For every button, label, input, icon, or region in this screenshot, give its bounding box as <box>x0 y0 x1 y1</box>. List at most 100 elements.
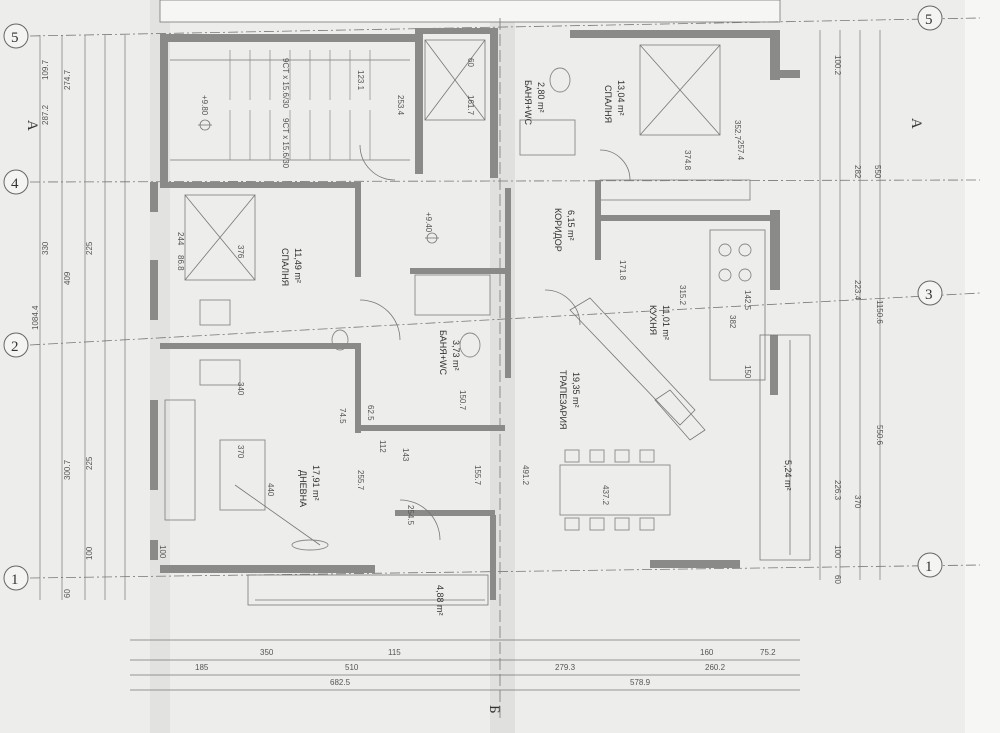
dim-misc: 370 <box>236 445 245 459</box>
room-dining: ТРАПЕЗАРИЯ 19,35 m² <box>558 370 581 429</box>
dim-left-7: 1084.4 <box>31 305 40 330</box>
room-area: 11,01 m² <box>661 305 671 340</box>
dim-bottom-9: 75.2 <box>760 648 776 657</box>
dim-misc: 74.5 <box>338 408 347 424</box>
dim-bottom-6: 279.3 <box>555 663 576 672</box>
dim-left-11: 60 <box>63 589 72 598</box>
dim-misc: 155.7 <box>473 465 482 486</box>
room-name: КОРИДОР <box>553 208 563 252</box>
dim-misc: 437.2 <box>601 485 610 506</box>
dim-misc: 382 <box>728 315 737 329</box>
shaft-x <box>424 39 486 121</box>
dim-misc: 254.5 <box>406 505 415 526</box>
level-mark-2: +9.40 <box>424 212 433 233</box>
dim-misc: 440 <box>266 483 275 497</box>
axis-bubble-5-left: 5 <box>3 23 29 49</box>
room-terrace: 5,24 m² <box>783 460 793 491</box>
dim-left-1: 109.7 <box>41 59 50 80</box>
dim-left-4: 330 <box>41 241 50 255</box>
section-mark-a-right: A <box>908 118 924 129</box>
dim-left-6: 225 <box>85 241 94 255</box>
dim-misc: 62.5 <box>366 405 375 421</box>
room-area: 19,35 m² <box>571 372 581 408</box>
dim-right-5: 1150.6 <box>875 300 884 324</box>
room-area: 11,49 m² <box>293 248 303 283</box>
dim-misc: 143 <box>401 448 410 462</box>
room-area: 3,73 m² <box>451 340 461 371</box>
room-name: СПАЛНЯ <box>603 85 613 123</box>
dim-right-7: 226.3 <box>833 480 842 501</box>
axis-bubble-4-left: 4 <box>3 169 29 195</box>
stair-note-upper: 9CT x 15.6/30 <box>281 58 290 109</box>
dim-misc: 150 <box>743 365 752 379</box>
axis-label-1-left: 1 <box>11 572 19 588</box>
dining-table <box>559 449 671 531</box>
room-area: 17,91 m² <box>311 465 321 501</box>
room-name: СПАЛНЯ <box>280 248 290 286</box>
dim-misc: 340 <box>236 382 245 396</box>
dim-misc: 376 <box>236 245 245 259</box>
room-bath-wc-1: БАНЯ+WC 2,80 m² <box>523 80 546 125</box>
terrace-right <box>759 334 811 561</box>
axis-label-1-right: 1 <box>925 559 933 575</box>
dim-misc: 253.4 <box>396 95 405 116</box>
axis-label-2-left: 2 <box>11 339 19 355</box>
dim-misc: 352.7 <box>733 120 742 141</box>
dim-right-2: 550 <box>873 165 882 179</box>
dim-bottom-1: 185 <box>195 663 209 672</box>
level-mark-1: +9.80 <box>200 95 209 116</box>
balcony-bottom <box>247 574 489 606</box>
dim-left-8: 300.7 <box>63 459 72 480</box>
room-name: БАНЯ+WC <box>438 330 448 375</box>
dim-right-9: 370 <box>853 495 862 509</box>
dim-right-3: 282 <box>853 165 862 179</box>
room-area: 13,04 m² <box>616 80 626 116</box>
living-furniture <box>164 359 329 551</box>
dim-misc: 491.2 <box>521 465 530 486</box>
dim-bottom-10: 578.9 <box>630 678 651 687</box>
dim-bottom-5: 682.5 <box>330 678 351 687</box>
right-dimension-chain: 100.2 550 282 223.4 1150.6 550.6 226.3 1… <box>819 30 884 584</box>
dim-bottom-4: 115 <box>388 648 401 657</box>
exterior-walls <box>150 28 800 600</box>
dim-misc: 161.7 <box>466 95 475 116</box>
room-bedroom-2: СПАЛНЯ 13,04 m² <box>603 80 626 123</box>
dim-misc: 150.7 <box>458 390 467 411</box>
interior-dimensions: 440 370 340 376 254.5 255.7 437.2 491.2 … <box>158 58 752 559</box>
bedroom1-bed <box>184 194 256 326</box>
room-name: БАНЯ+WC <box>523 80 533 125</box>
dim-left-3: 287.2 <box>41 104 50 125</box>
axis-bubble-5-right: 5 <box>917 5 943 31</box>
axis-bubble-3-right: 3 <box>917 280 943 306</box>
door-swings <box>359 144 631 541</box>
dim-misc: 142.5 <box>743 290 752 311</box>
dim-right-8: 100 <box>833 545 842 559</box>
dim-bottom-3: 510 <box>345 663 359 672</box>
dim-misc: 374.8 <box>683 150 692 171</box>
dim-misc: 315.2 <box>678 285 687 306</box>
room-area: 6,15 m² <box>566 210 576 241</box>
room-kitchen: КУХНЯ 11,01 m² <box>648 305 671 340</box>
room-living: ДНЕВНА 17,91 m² <box>298 465 321 507</box>
stair-note-lower: 9CT x 15.6/30 <box>281 118 290 169</box>
kitchen-counter <box>709 229 766 381</box>
dim-right-4: 223.4 <box>853 280 862 301</box>
dim-right-6: 550.6 <box>875 425 884 446</box>
dim-left-10: 100 <box>85 546 94 560</box>
dim-bottom-2: 350 <box>260 648 274 657</box>
dim-misc: 255.7 <box>356 470 365 491</box>
room-bath-wc-2: БАНЯ+WC 3,73 m² <box>438 330 461 375</box>
dim-misc: 86.8 <box>176 255 185 271</box>
dim-bottom-8: 260.2 <box>705 663 726 672</box>
section-mark-b-bottom: Б <box>486 705 502 714</box>
dim-left-5: 409 <box>63 271 72 285</box>
room-name: ДНЕВНА <box>298 470 308 507</box>
axis-label-5-left: 5 <box>11 30 19 46</box>
axis-label-3-right: 3 <box>925 287 933 303</box>
dim-left-2: 274.7 <box>63 69 72 90</box>
room-name: ТРАПЕЗАРИЯ <box>558 370 568 429</box>
dim-misc: 60 <box>466 58 475 67</box>
room-area: 4,88 m² <box>435 585 445 616</box>
staircase: 9CT x 15.6/30 9CT x 15.6/30 +9.80 <box>170 50 410 169</box>
